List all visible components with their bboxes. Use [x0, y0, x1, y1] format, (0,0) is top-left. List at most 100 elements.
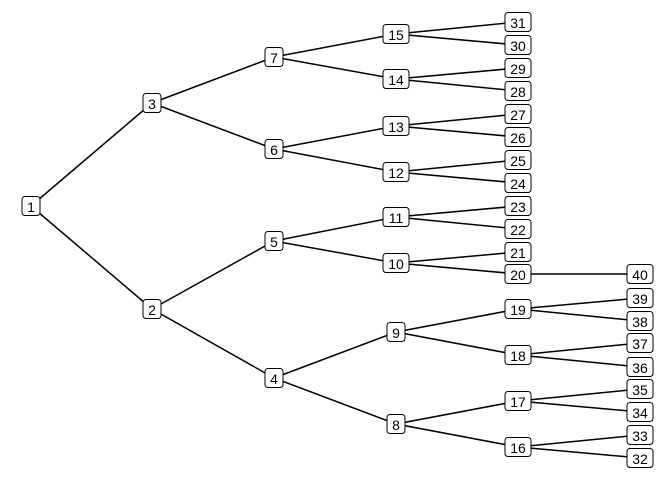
- node-label: 31: [510, 15, 526, 31]
- node-label: 16: [510, 440, 526, 456]
- node-box: [626, 448, 654, 468]
- node-box: [504, 81, 532, 101]
- edge-1-2: [30, 205, 153, 310]
- node-label: 10: [388, 256, 404, 272]
- tree-node-33: 33: [626, 425, 654, 445]
- node-box: [504, 35, 532, 55]
- node-label: 35: [632, 382, 648, 398]
- node-box: [626, 311, 654, 331]
- tree-nodes: 1234567891011121314151617181920212223242…: [21, 12, 654, 468]
- node-label: 40: [632, 267, 648, 283]
- edge-5-10: [273, 240, 397, 264]
- edge-16-32: [517, 446, 641, 459]
- node-box: [264, 47, 284, 67]
- tree-node-16: 16: [504, 437, 532, 457]
- node-box: [626, 357, 654, 377]
- node-label: 8: [392, 417, 400, 433]
- tree-node-30: 30: [504, 35, 532, 55]
- edge-9-19: [395, 308, 519, 333]
- node-box: [382, 207, 410, 227]
- tree-node-34: 34: [626, 402, 654, 422]
- node-label: 19: [510, 302, 526, 318]
- tree-node-36: 36: [626, 357, 654, 377]
- tree-node-29: 29: [504, 58, 532, 78]
- node-box: [626, 264, 654, 284]
- node-label: 38: [632, 314, 648, 330]
- edge-10-20: [395, 262, 519, 275]
- tree-node-5: 5: [264, 231, 284, 251]
- edge-10-21: [395, 251, 519, 264]
- edge-2-4: [151, 308, 275, 379]
- node-label: 9: [392, 325, 400, 341]
- edge-7-15: [273, 33, 397, 58]
- node-label: 15: [388, 27, 404, 43]
- tree-node-26: 26: [504, 127, 532, 147]
- node-label: 12: [388, 165, 404, 181]
- edge-8-16: [395, 423, 519, 448]
- tree-node-40: 40: [626, 264, 654, 284]
- edge-14-29: [395, 67, 519, 80]
- tree-node-39: 39: [626, 288, 654, 308]
- node-label: 17: [510, 394, 526, 410]
- tree-node-19: 19: [504, 299, 532, 319]
- node-box: [626, 402, 654, 422]
- node-label: 1: [27, 199, 35, 215]
- edge-6-13: [273, 125, 397, 150]
- edge-18-36: [517, 354, 641, 368]
- node-label: 36: [632, 360, 648, 376]
- edge-15-31: [395, 21, 519, 35]
- node-box: [142, 299, 162, 319]
- tree-node-2: 2: [142, 299, 162, 319]
- node-label: 39: [632, 291, 648, 307]
- node-box: [382, 253, 410, 273]
- tree-node-18: 18: [504, 345, 532, 365]
- edge-4-8: [273, 377, 397, 425]
- tree-node-32: 32: [626, 448, 654, 468]
- node-box: [626, 425, 654, 445]
- node-box: [504, 58, 532, 78]
- node-label: 21: [510, 245, 526, 261]
- tree-node-35: 35: [626, 379, 654, 399]
- tree-node-9: 9: [386, 322, 406, 342]
- node-label: 22: [510, 222, 526, 238]
- node-box: [504, 299, 532, 319]
- node-label: 27: [510, 107, 526, 123]
- node-box: [386, 414, 406, 434]
- node-box: [142, 93, 162, 113]
- tree-node-4: 4: [264, 368, 284, 388]
- edge-12-24: [395, 171, 519, 184]
- edge-19-39: [517, 297, 641, 310]
- node-box: [382, 116, 410, 136]
- node-label: 2: [148, 302, 156, 318]
- node-box: [264, 231, 284, 251]
- tree-node-1: 1: [21, 196, 41, 216]
- tree-node-17: 17: [504, 391, 532, 411]
- tree-node-25: 25: [504, 150, 532, 170]
- edge-3-6: [151, 102, 275, 150]
- node-box: [626, 288, 654, 308]
- node-box: [626, 379, 654, 399]
- node-box: [504, 242, 532, 262]
- edge-15-30: [395, 33, 519, 46]
- node-box: [504, 12, 532, 32]
- node-label: 28: [510, 84, 526, 100]
- node-label: 32: [632, 451, 648, 467]
- node-label: 23: [510, 199, 526, 215]
- node-label: 34: [632, 405, 648, 421]
- node-box: [264, 368, 284, 388]
- edge-18-37: [517, 342, 641, 356]
- node-label: 5: [270, 234, 278, 250]
- node-label: 4: [270, 371, 278, 387]
- node-label: 25: [510, 153, 526, 169]
- tree-node-8: 8: [386, 414, 406, 434]
- node-label: 33: [632, 428, 648, 444]
- edge-1-3: [30, 102, 153, 207]
- tree-edges: [30, 21, 641, 459]
- edge-4-9: [273, 331, 397, 379]
- edge-12-25: [395, 159, 519, 173]
- node-label: 30: [510, 38, 526, 54]
- node-box: [382, 162, 410, 182]
- tree-node-28: 28: [504, 81, 532, 101]
- node-label: 7: [270, 50, 278, 66]
- edge-3-7: [151, 56, 275, 104]
